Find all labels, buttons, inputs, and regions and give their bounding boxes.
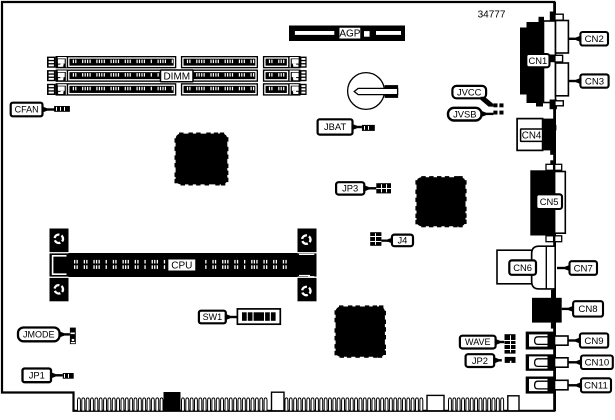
svg-text:JP1: JP1 [29, 370, 45, 381]
svg-text:CFAN: CFAN [15, 105, 39, 115]
svg-text:CN5: CN5 [540, 196, 559, 207]
svg-text:JVCC: JVCC [457, 86, 482, 97]
svg-text:J4: J4 [397, 235, 407, 246]
svg-text:JBAT: JBAT [324, 121, 346, 132]
svg-text:CN2: CN2 [585, 34, 604, 45]
svg-text:CN4: CN4 [522, 131, 542, 142]
svg-text:CN8: CN8 [578, 304, 597, 315]
svg-text:DIMM: DIMM [163, 71, 190, 82]
svg-text:AGP: AGP [339, 29, 360, 40]
svg-text:CN10: CN10 [585, 358, 610, 369]
svg-text:CN7: CN7 [574, 263, 593, 274]
svg-text:CPU: CPU [171, 260, 192, 271]
svg-text:CN6: CN6 [513, 262, 532, 273]
svg-text:CN9: CN9 [584, 336, 603, 347]
svg-text:JVSB: JVSB [453, 108, 476, 119]
svg-text:WAVE: WAVE [465, 337, 491, 347]
svg-text:CN3: CN3 [585, 76, 604, 87]
svg-text:JP3: JP3 [342, 183, 358, 194]
svg-text:CN1: CN1 [529, 55, 548, 66]
svg-text:34777: 34777 [478, 10, 506, 21]
svg-text:CN11: CN11 [584, 381, 608, 392]
svg-text:JP2: JP2 [472, 355, 488, 366]
svg-text:SW1: SW1 [203, 312, 223, 322]
svg-text:JMODE: JMODE [23, 330, 55, 340]
